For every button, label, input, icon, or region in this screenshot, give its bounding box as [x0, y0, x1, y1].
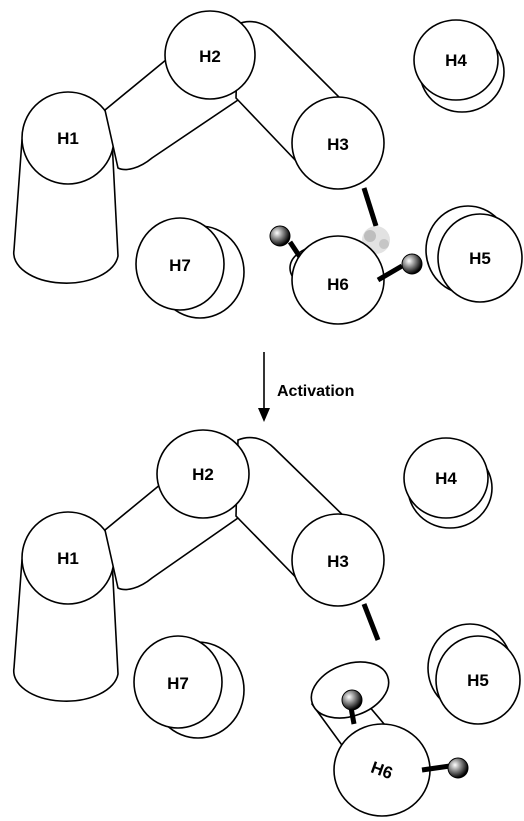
residue-ball-left [269, 225, 291, 247]
helix-h1-label: H1 [57, 129, 79, 148]
helix-h2-label: H2 [199, 47, 221, 66]
helix-h2-label-b: H2 [192, 465, 214, 484]
helix-h5-label: H5 [469, 249, 491, 268]
helix-h3-label-b: H3 [327, 552, 349, 571]
helix-h5-bottom: H5 [427, 623, 521, 725]
helix-h5-top: H5 [425, 205, 523, 303]
active-state-panel: H1 H2 H3 H4 H5 [12, 429, 521, 817]
helix-h4-bottom: H4 [403, 437, 493, 529]
helix-h7-top: H7 [135, 217, 245, 319]
helix-h7-label: H7 [169, 256, 191, 275]
helix-h1-label-b: H1 [57, 549, 79, 568]
residue-ball-upper [341, 689, 363, 711]
activation-label: Activation [277, 383, 354, 400]
helix-h4-label-b: H4 [435, 469, 457, 488]
helix-h2-top: H2 [164, 10, 256, 100]
helix-h3-bottom: H3 [291, 513, 385, 641]
inactive-state-panel: H1 H2 H3 H4 H5 [12, 10, 523, 325]
helix-h6-bottom: H6 [310, 661, 469, 817]
helix-h6-label: H6 [327, 275, 349, 294]
helix-h6-top: H6 [269, 225, 423, 325]
helix-h7-label-b: H7 [167, 674, 189, 693]
helix-h4-label: H4 [445, 51, 467, 70]
helix-h1-bottom: H1 [12, 511, 119, 702]
helix-h3-label: H3 [327, 135, 349, 154]
helix-h5-label-b: H5 [467, 671, 489, 690]
helix-h2-bottom: H2 [156, 429, 250, 519]
residue-ball-lower [447, 757, 469, 779]
helix-h3-top: H3 [291, 96, 385, 227]
residue-ball-right [401, 253, 423, 275]
helix-h7-bottom: H7 [133, 635, 245, 739]
helix-h1-top: H1 [12, 91, 119, 284]
helix-h4-top: H4 [413, 19, 505, 113]
activation-arrow: Activation [258, 352, 354, 422]
